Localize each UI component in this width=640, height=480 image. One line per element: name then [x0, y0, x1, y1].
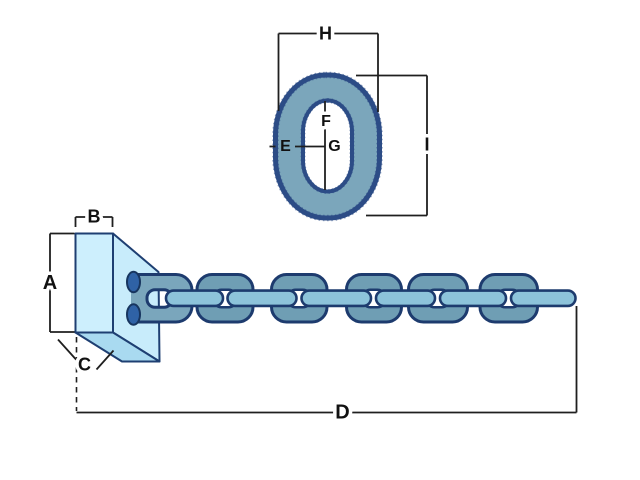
dim-label-i: I	[424, 135, 429, 155]
chain-anchor-cap-bottom	[126, 303, 141, 326]
dim-label-g: G	[328, 138, 340, 155]
dimension-i	[356, 74, 428, 217]
dimension-h	[277, 32, 379, 112]
large-link-texture	[272, 71, 383, 222]
dim-label-d: D	[335, 402, 349, 424]
dimension-d	[75, 306, 578, 414]
chain	[126, 270, 577, 326]
edge-link	[226, 289, 298, 308]
chain-anchor-cap-top	[126, 270, 141, 294]
edge-link	[300, 289, 373, 308]
dim-label-a: A	[43, 272, 57, 294]
edge-link	[164, 289, 225, 308]
dim-label-b: B	[88, 207, 101, 227]
dimension-b	[74, 216, 114, 227]
edge-link-end	[509, 289, 577, 308]
block-front-face	[74, 232, 114, 334]
dim-label-f: F	[321, 113, 331, 130]
dimension-efg	[269, 101, 326, 190]
dimension-a	[49, 232, 75, 333]
dim-label-h: H	[319, 24, 332, 44]
edge-link	[438, 289, 508, 308]
dim-label-c: C	[78, 355, 91, 375]
edge-link	[374, 289, 437, 308]
dimension-c	[57, 338, 115, 371]
dim-label-e: E	[280, 138, 291, 155]
large-link-hole-texture	[300, 98, 355, 194]
